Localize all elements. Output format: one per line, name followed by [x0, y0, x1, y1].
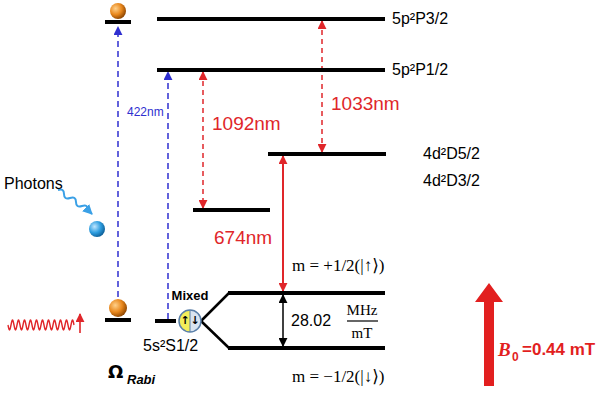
sublevel-label: m = −1/2(|↓⟩)	[292, 368, 384, 387]
transition-label: 1033nm	[331, 94, 400, 115]
spin-half	[190, 310, 201, 332]
repump-transition	[202, 72, 204, 208]
repump-transition	[321, 21, 323, 152]
zeeman-sublevel: m = +1/2(|↑⟩)	[228, 291, 385, 295]
field-subscript: 0	[512, 351, 519, 364]
level-label: 5p²P3/2	[392, 10, 448, 28]
ion	[110, 3, 126, 19]
photon-wave	[58, 190, 92, 215]
unit-numerator: MHz	[347, 302, 378, 319]
ion-shelf	[105, 318, 131, 322]
photons-label: Photons	[4, 175, 63, 193]
ion	[109, 299, 127, 317]
transition-label: 422nm	[126, 106, 165, 119]
excitation-arrow	[117, 27, 119, 297]
spin-up: ↑	[180, 315, 189, 327]
fraction-bar	[347, 320, 378, 321]
field-arrow	[475, 283, 503, 386]
circle-outline	[179, 310, 201, 332]
level-label: 5p²P1/2	[392, 61, 448, 79]
level-label: 4d²D3/2	[423, 172, 480, 190]
spin-down: ↓	[190, 315, 199, 327]
zeeman-splitting	[282, 295, 284, 346]
rabi-symbol: Ω	[108, 362, 123, 382]
transition-label: 674nm	[214, 228, 272, 249]
level-label: 4d²D5/2	[423, 145, 480, 163]
photon	[89, 221, 105, 237]
transition-label: 28.02	[291, 312, 331, 330]
mixed-state: Mixed↑↓	[178, 309, 202, 333]
ground-level: 5s²S1/2	[155, 319, 176, 323]
transition-label: 1092nm	[212, 114, 281, 135]
field-value: =0.44 mT	[522, 341, 595, 360]
sublevel-label: m = +1/2(|↑⟩)	[292, 257, 384, 276]
energy-level: 5p²P3/2	[157, 17, 385, 21]
divider	[190, 310, 191, 332]
energy-level: 5p²P1/2	[157, 68, 385, 72]
rabi-wave	[8, 320, 74, 330]
spin-half	[179, 310, 190, 332]
level-label: 5s²S1/2	[143, 337, 198, 355]
drive-arrow	[79, 314, 81, 333]
clock-transition	[282, 156, 284, 291]
ion-shelf	[105, 20, 131, 24]
state-label: Mixed	[172, 289, 209, 303]
sublevel-branch	[201, 321, 229, 348]
rabi-subscript: Rabi	[127, 373, 155, 387]
field-symbol: B	[498, 340, 511, 361]
laser-transition	[167, 72, 169, 319]
energy-level: 4d²D5/2	[268, 152, 386, 156]
energy-level: 4d²D3/2	[193, 208, 270, 212]
zeeman-sublevel: m = −1/2(|↓⟩)	[228, 346, 385, 350]
unit-denominator: mT	[352, 325, 373, 342]
